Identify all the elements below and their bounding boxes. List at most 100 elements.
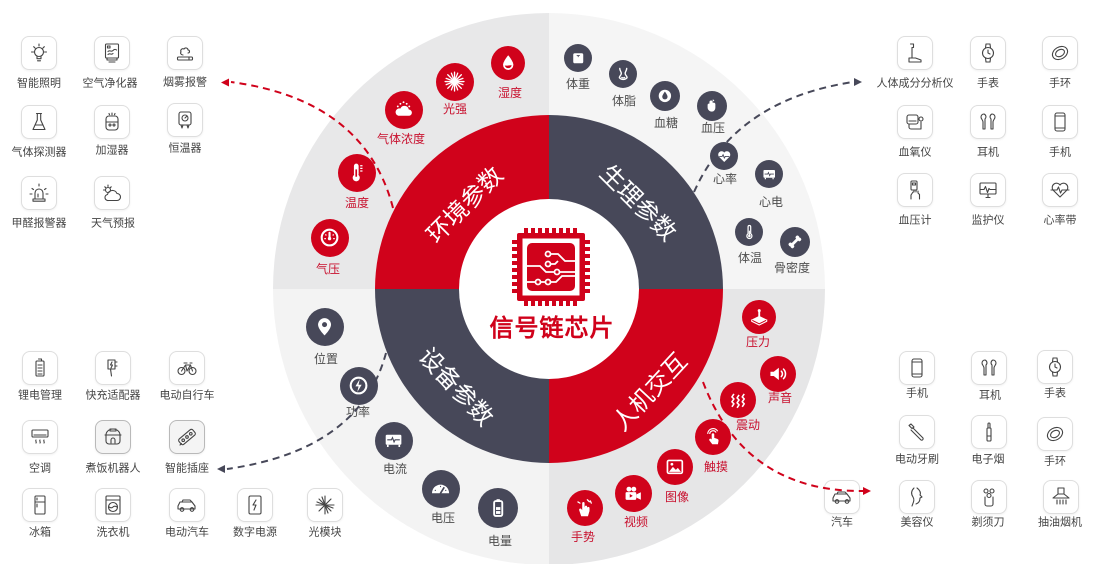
app-label: 光模块	[308, 525, 342, 539]
app-label: 电子烟	[971, 452, 1005, 466]
app-phone[interactable]	[1042, 105, 1078, 139]
power-strip-icon	[175, 425, 199, 449]
range-hood-icon	[1049, 485, 1073, 509]
app-label: 美容仪	[900, 515, 934, 529]
digital-power-icon	[243, 493, 267, 517]
param-label-location: 位置	[313, 352, 339, 366]
fitness-band-icon	[1048, 41, 1072, 65]
app-thermostat[interactable]	[167, 103, 203, 137]
app-fast-charger[interactable]	[95, 351, 131, 385]
app-range-hood[interactable]	[1043, 480, 1079, 514]
app-e-bike[interactable]	[169, 351, 205, 385]
app-label: 空调	[29, 461, 51, 475]
humidifier-icon	[100, 110, 124, 134]
app-patient-monitor[interactable]	[970, 173, 1006, 207]
app-label: 电动汽车	[165, 525, 209, 539]
e-cigarette-icon	[977, 420, 1001, 444]
car-icon	[830, 485, 854, 509]
siren-icon	[27, 181, 51, 205]
air-conditioner-icon	[28, 425, 52, 449]
param-label-humidity: 湿度	[497, 86, 523, 100]
app-label: 手机	[906, 386, 928, 400]
app-label: 锂电管理	[18, 388, 62, 402]
app-label: 气体探测器	[11, 145, 67, 159]
heart-rate-strap-icon	[1048, 178, 1072, 202]
chip-icon	[512, 228, 590, 306]
video-camera-icon	[615, 475, 652, 512]
app-car[interactable]	[824, 480, 860, 514]
param-label-blood-pressure: 血压	[700, 121, 726, 135]
app-watch[interactable]	[1037, 350, 1073, 384]
param-label-voltage: 电压	[430, 511, 456, 525]
app-earbuds[interactable]	[970, 105, 1006, 139]
e-bike-icon	[175, 356, 199, 380]
app-label: 加湿器	[95, 143, 129, 157]
app-air-conditioner[interactable]	[22, 420, 58, 454]
app-label: 手环	[1049, 76, 1071, 90]
app-watch[interactable]	[970, 36, 1006, 70]
app-smart-socket[interactable]	[169, 420, 205, 454]
app-digital-power[interactable]	[237, 488, 273, 522]
heart-rate-icon	[710, 142, 738, 170]
battery-icon	[478, 488, 518, 528]
phone-icon	[905, 356, 929, 380]
app-heart-rate-strap[interactable]	[1042, 173, 1078, 207]
param-label-current: 电流	[382, 462, 408, 476]
app-label: 抽油烟机	[1038, 515, 1082, 529]
app-washing-machine[interactable]	[95, 488, 131, 522]
app-blood-pressure-meter[interactable]	[897, 173, 933, 207]
touch-icon	[695, 419, 731, 455]
app-smart-lighting[interactable]	[21, 36, 57, 70]
param-label-temperature: 温度	[344, 196, 370, 210]
app-label: 电动自行车	[159, 388, 215, 402]
app-lithium-battery-management[interactable]	[22, 351, 58, 385]
param-label-body-fat: 体脂	[611, 94, 637, 108]
voltage-gauge-icon	[422, 470, 460, 508]
watch-icon	[1043, 355, 1067, 379]
app-label: 煮饭机器人	[85, 461, 141, 475]
app-label: 空气净化器	[82, 76, 138, 90]
app-label: 洗衣机	[96, 525, 130, 539]
hand-gesture-icon	[567, 490, 603, 526]
blood-pressure-icon	[697, 91, 727, 121]
app-optical-module[interactable]	[307, 488, 343, 522]
app-gas-detector[interactable]	[21, 105, 57, 139]
app-air-purifier[interactable]	[94, 36, 130, 70]
app-smoke-alarm[interactable]	[167, 36, 203, 70]
pressure-gauge-icon	[311, 219, 349, 257]
app-earbuds[interactable]	[971, 351, 1007, 385]
weather-icon	[100, 181, 124, 205]
app-label: 手表	[977, 76, 999, 90]
app-shaver[interactable]	[971, 480, 1007, 514]
app-phone[interactable]	[899, 351, 935, 385]
app-weather-forecast[interactable]	[94, 176, 130, 210]
app-humidifier[interactable]	[94, 105, 130, 139]
app-fitness-band[interactable]	[1037, 417, 1073, 451]
power-bolt-icon	[340, 367, 378, 405]
patient-monitor-icon	[976, 178, 1000, 202]
vibration-icon	[720, 382, 756, 418]
app-fridge[interactable]	[22, 488, 58, 522]
app-body-composition-analyzer[interactable]	[897, 36, 933, 70]
param-label-weight: 体重	[565, 77, 591, 91]
ecg-monitor-icon	[755, 160, 783, 188]
app-electric-car[interactable]	[169, 488, 205, 522]
app-oximeter[interactable]	[897, 105, 933, 139]
fitness-band-icon	[1043, 422, 1067, 446]
app-beauty-device[interactable]	[899, 480, 935, 514]
param-label-power: 功率	[345, 405, 371, 419]
app-fitness-band[interactable]	[1042, 36, 1078, 70]
light-burst-icon	[436, 63, 474, 101]
speaker-icon	[760, 356, 796, 392]
app-label: 心率带	[1043, 213, 1077, 227]
app-label: 冰箱	[29, 525, 51, 539]
app-rice-cooker-robot[interactable]	[95, 420, 131, 454]
app-label: 手机	[1049, 145, 1071, 159]
app-e-cigarette[interactable]	[971, 415, 1007, 449]
param-label-image: 图像	[664, 490, 690, 504]
app-formaldehyde-alarm[interactable]	[21, 176, 57, 210]
fridge-icon	[28, 493, 52, 517]
param-label-heart-rate: 心率	[712, 172, 738, 186]
app-electric-toothbrush[interactable]	[899, 415, 935, 449]
fast-charger-icon	[101, 356, 125, 380]
